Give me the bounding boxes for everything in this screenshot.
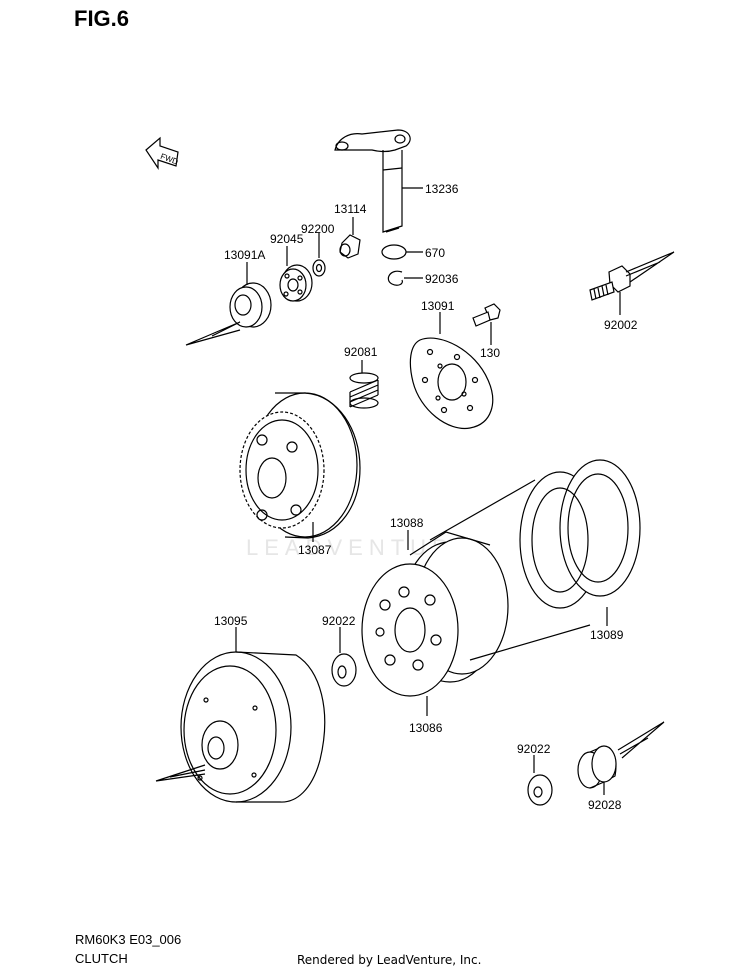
part-label-13088: 13088 (390, 516, 424, 530)
spacer-92028 (577, 721, 665, 795)
part-label-13095: 13095 (214, 614, 248, 628)
clutch-release-shaft (334, 129, 423, 233)
part-label-130: 130 (480, 346, 501, 360)
o-ring-670 (381, 244, 407, 260)
footer-credit: Rendered by LeadVenture, Inc. (297, 953, 482, 967)
part-label-92081: 92081 (344, 345, 378, 359)
bolt-130 (472, 303, 501, 345)
part-label-92002: 92002 (604, 318, 638, 332)
clutch-hub-13087 (239, 392, 361, 542)
part-label-13114: 13114 (334, 202, 367, 216)
washer-92200 (312, 233, 326, 277)
clutch-housing-13095 (155, 627, 326, 803)
bolt-92002 (589, 251, 675, 315)
washer-92022-lower (527, 755, 553, 806)
part-label-670: 670 (425, 246, 446, 260)
circlip-92036 (387, 270, 403, 286)
clutch-plates-13089 (519, 459, 641, 626)
spring-92081 (349, 360, 379, 409)
bearing-92045 (279, 246, 313, 302)
part-label-13091A: 13091A (224, 248, 266, 262)
part-label-92045: 92045 (270, 232, 304, 246)
part-label-92028: 92028 (588, 798, 622, 812)
part-label-13089: 13089 (590, 628, 624, 642)
fwd-arrow-icon: FWD (145, 136, 180, 170)
pressure-plate-13091 (409, 312, 494, 430)
bushing-13114 (339, 217, 361, 259)
washer-92022-upper (331, 627, 357, 687)
figure-title: FIG.6 (74, 6, 130, 31)
pressure-cap-13091A (185, 262, 272, 346)
footer-model-code: RM60K3 E03_006 (75, 932, 182, 947)
footer-section-name: CLUTCH (75, 951, 128, 966)
pressure-disc-13086 (361, 563, 459, 716)
part-label-13087: 13087 (298, 543, 332, 557)
part-label-13086: 13086 (409, 721, 443, 735)
part-label-92022-lower: 92022 (517, 742, 551, 756)
part-label-92200: 92200 (301, 222, 335, 236)
part-label-13236: 13236 (425, 182, 459, 196)
plate-stack-outline (429, 479, 591, 661)
part-label-92036: 92036 (425, 272, 459, 286)
part-label-13091: 13091 (421, 299, 455, 313)
part-label-92022-upper: 92022 (322, 614, 356, 628)
